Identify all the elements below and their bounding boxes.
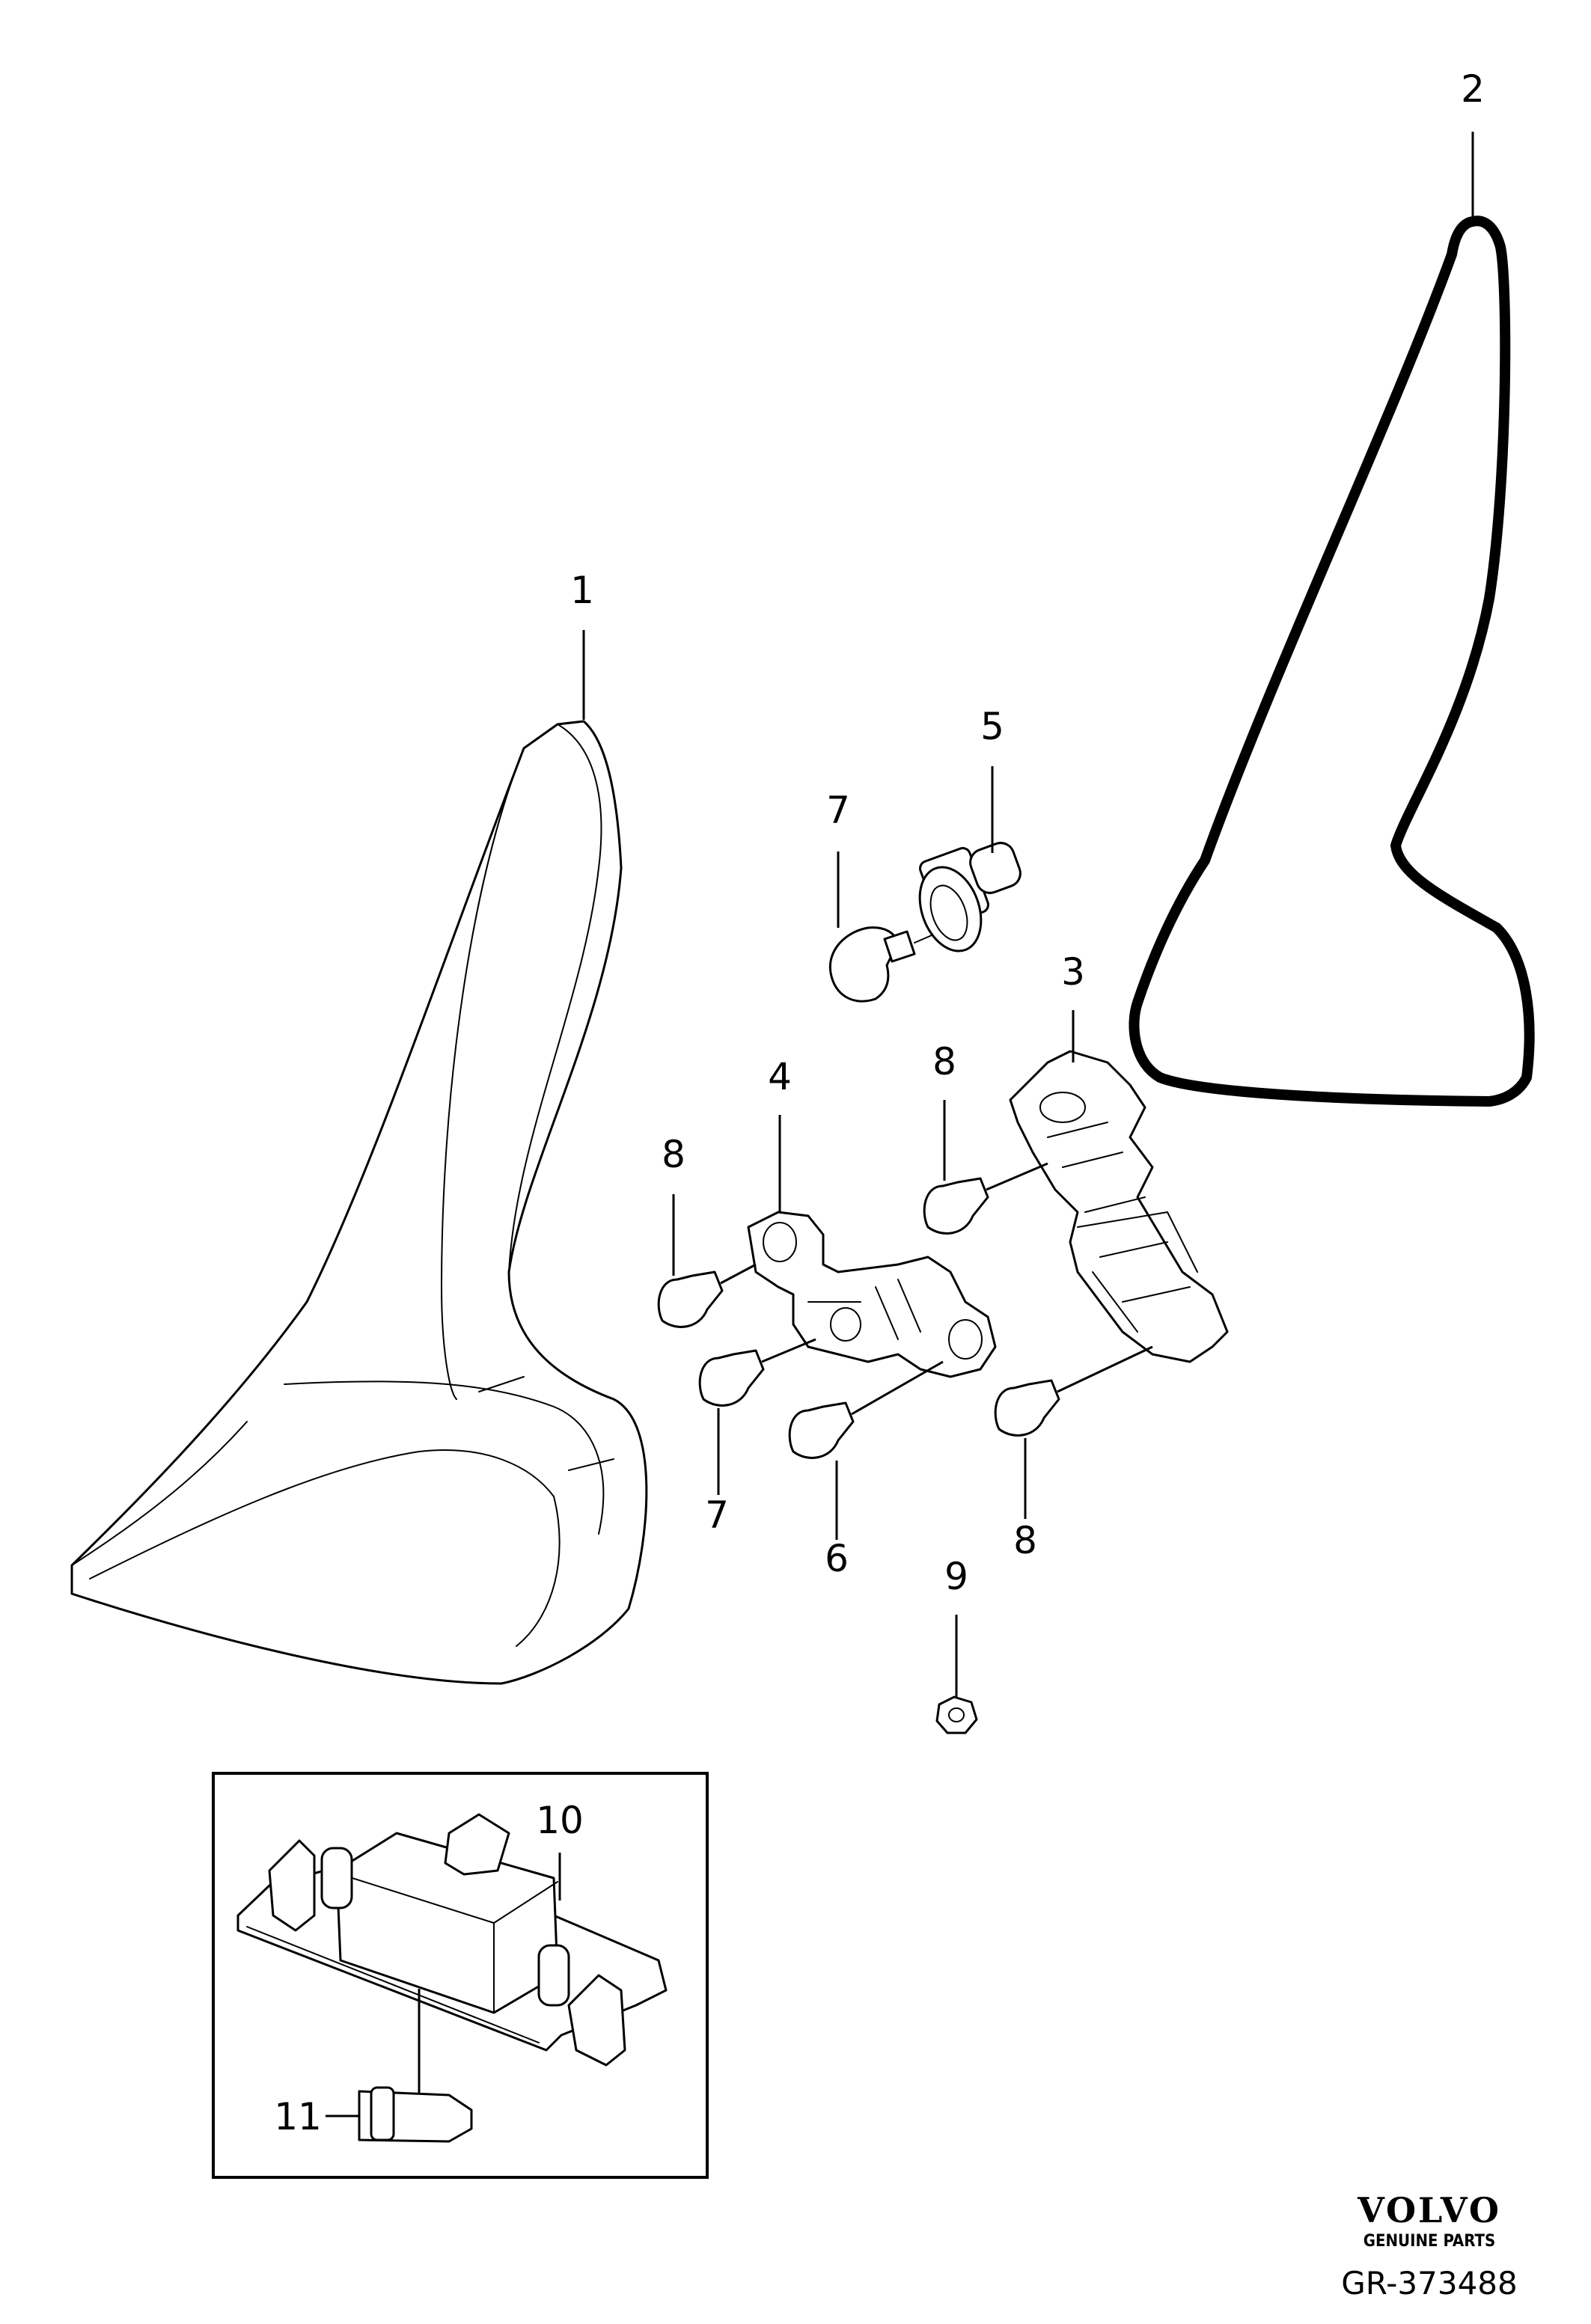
bulb-8-right-lower bbox=[994, 1345, 1153, 1437]
callout-5: 5 bbox=[980, 705, 1004, 748]
callout-6: 6 bbox=[825, 1537, 849, 1580]
lamp-holder-4 bbox=[747, 1211, 997, 1378]
callout-7-top: 7 bbox=[826, 789, 850, 832]
bulb-socket-5 bbox=[918, 842, 1022, 952]
leader-lines bbox=[582, 132, 1474, 1698]
callout-11: 11 bbox=[274, 2095, 322, 2138]
nut-9 bbox=[935, 1695, 978, 1734]
inset-license-lamp bbox=[212, 1772, 709, 2179]
brand-name: VOLVO bbox=[1357, 2190, 1501, 2230]
callout-8-left: 8 bbox=[662, 1133, 685, 1176]
bulb-6 bbox=[788, 1360, 944, 1459]
gasket-seal bbox=[1129, 215, 1535, 1107]
callout-8-top: 8 bbox=[932, 1040, 956, 1083]
brand-tagline: GENUINE PARTS bbox=[1364, 2232, 1496, 2251]
callout-4: 4 bbox=[768, 1055, 792, 1098]
callout-3: 3 bbox=[1061, 950, 1085, 994]
bulb-7-top bbox=[828, 926, 932, 1003]
callout-9: 9 bbox=[944, 1555, 968, 1598]
bulb-8-right-upper bbox=[923, 1162, 1048, 1235]
callout-labels: 1 2 3 4 5 6 7 7 8 8 8 9 10 11 bbox=[274, 67, 1485, 2138]
callout-7-lower: 7 bbox=[705, 1493, 729, 1537]
drawing-number: GR-373488 bbox=[1341, 2265, 1518, 2302]
callout-1: 1 bbox=[570, 569, 594, 612]
callout-2: 2 bbox=[1461, 67, 1485, 111]
branding-block: VOLVO GENUINE PARTS GR-373488 bbox=[1341, 2190, 1518, 2302]
tail-lamp-housing bbox=[70, 720, 648, 1685]
lamp-holder-3 bbox=[1009, 1050, 1229, 1363]
callout-10: 10 bbox=[536, 1799, 584, 1842]
callout-8-right: 8 bbox=[1013, 1519, 1037, 1562]
bulb-7-lower bbox=[698, 1338, 816, 1407]
bulb-8-left bbox=[657, 1263, 757, 1328]
